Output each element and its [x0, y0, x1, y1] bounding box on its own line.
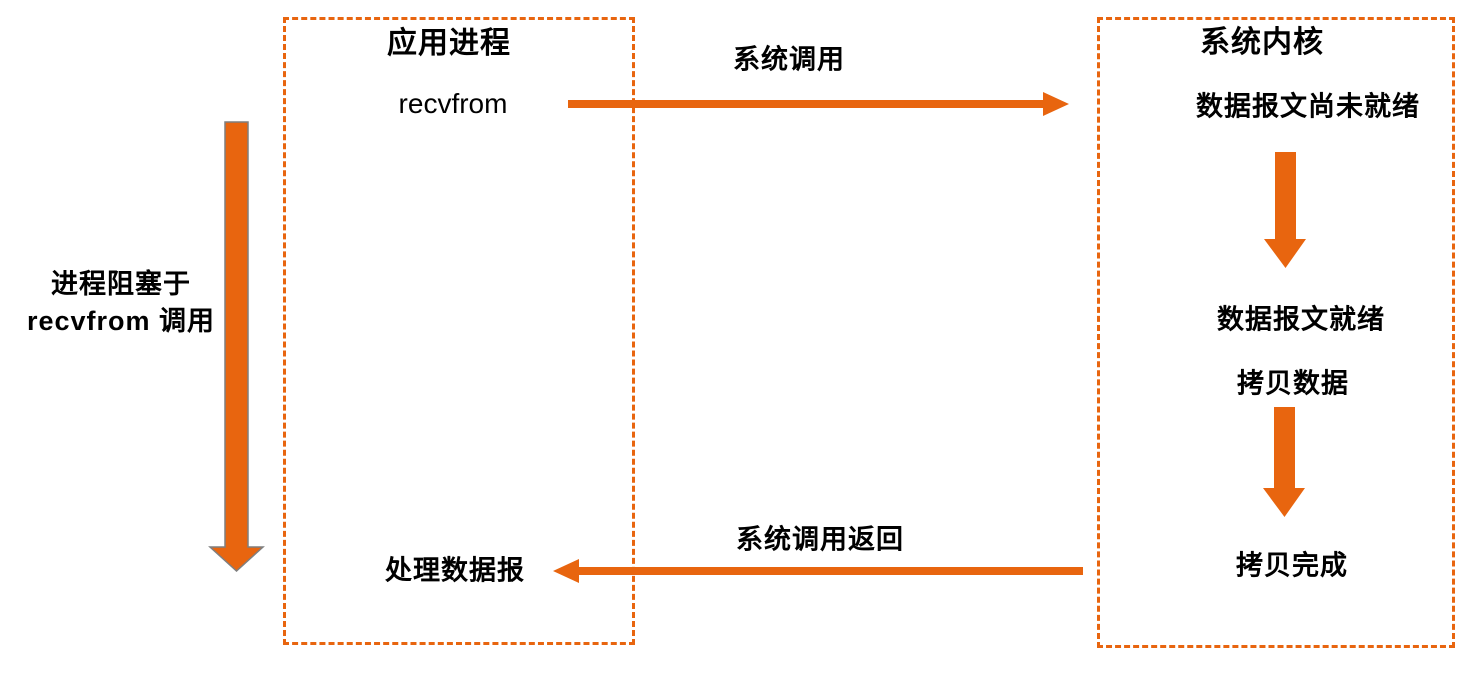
syscall-arrow [568, 92, 1069, 116]
copy-data-label: 拷贝数据 [1237, 368, 1349, 399]
datagram-ready-label: 数据报文就绪 [1217, 304, 1385, 335]
syscall-return-label: 系统调用返回 [736, 524, 904, 555]
datagram-not-ready-label: 数据报文尚未就绪 [1196, 91, 1420, 122]
kernel-box [1097, 17, 1455, 648]
process-datagram-label: 处理数据报 [385, 555, 525, 586]
blocked-duration-arrow [208, 121, 265, 573]
app-process-title: 应用进程 [387, 27, 511, 60]
recvfrom-label: recvfrom [398, 88, 508, 119]
kernel-wait-arrow [1264, 152, 1306, 268]
kernel-title: 系统内核 [1200, 26, 1324, 59]
blocked-annotation-line1: 进程阻塞于 [51, 269, 191, 299]
copy-done-label: 拷贝完成 [1236, 550, 1348, 581]
blocked-annotation: 进程阻塞于 recvfrom 调用 [11, 266, 231, 340]
app-process-box [283, 17, 635, 645]
syscall-label: 系统调用 [733, 44, 845, 75]
syscall-return-arrow [553, 559, 1083, 583]
kernel-copy-arrow [1263, 407, 1305, 517]
blocked-annotation-line2: recvfrom 调用 [26, 306, 216, 336]
